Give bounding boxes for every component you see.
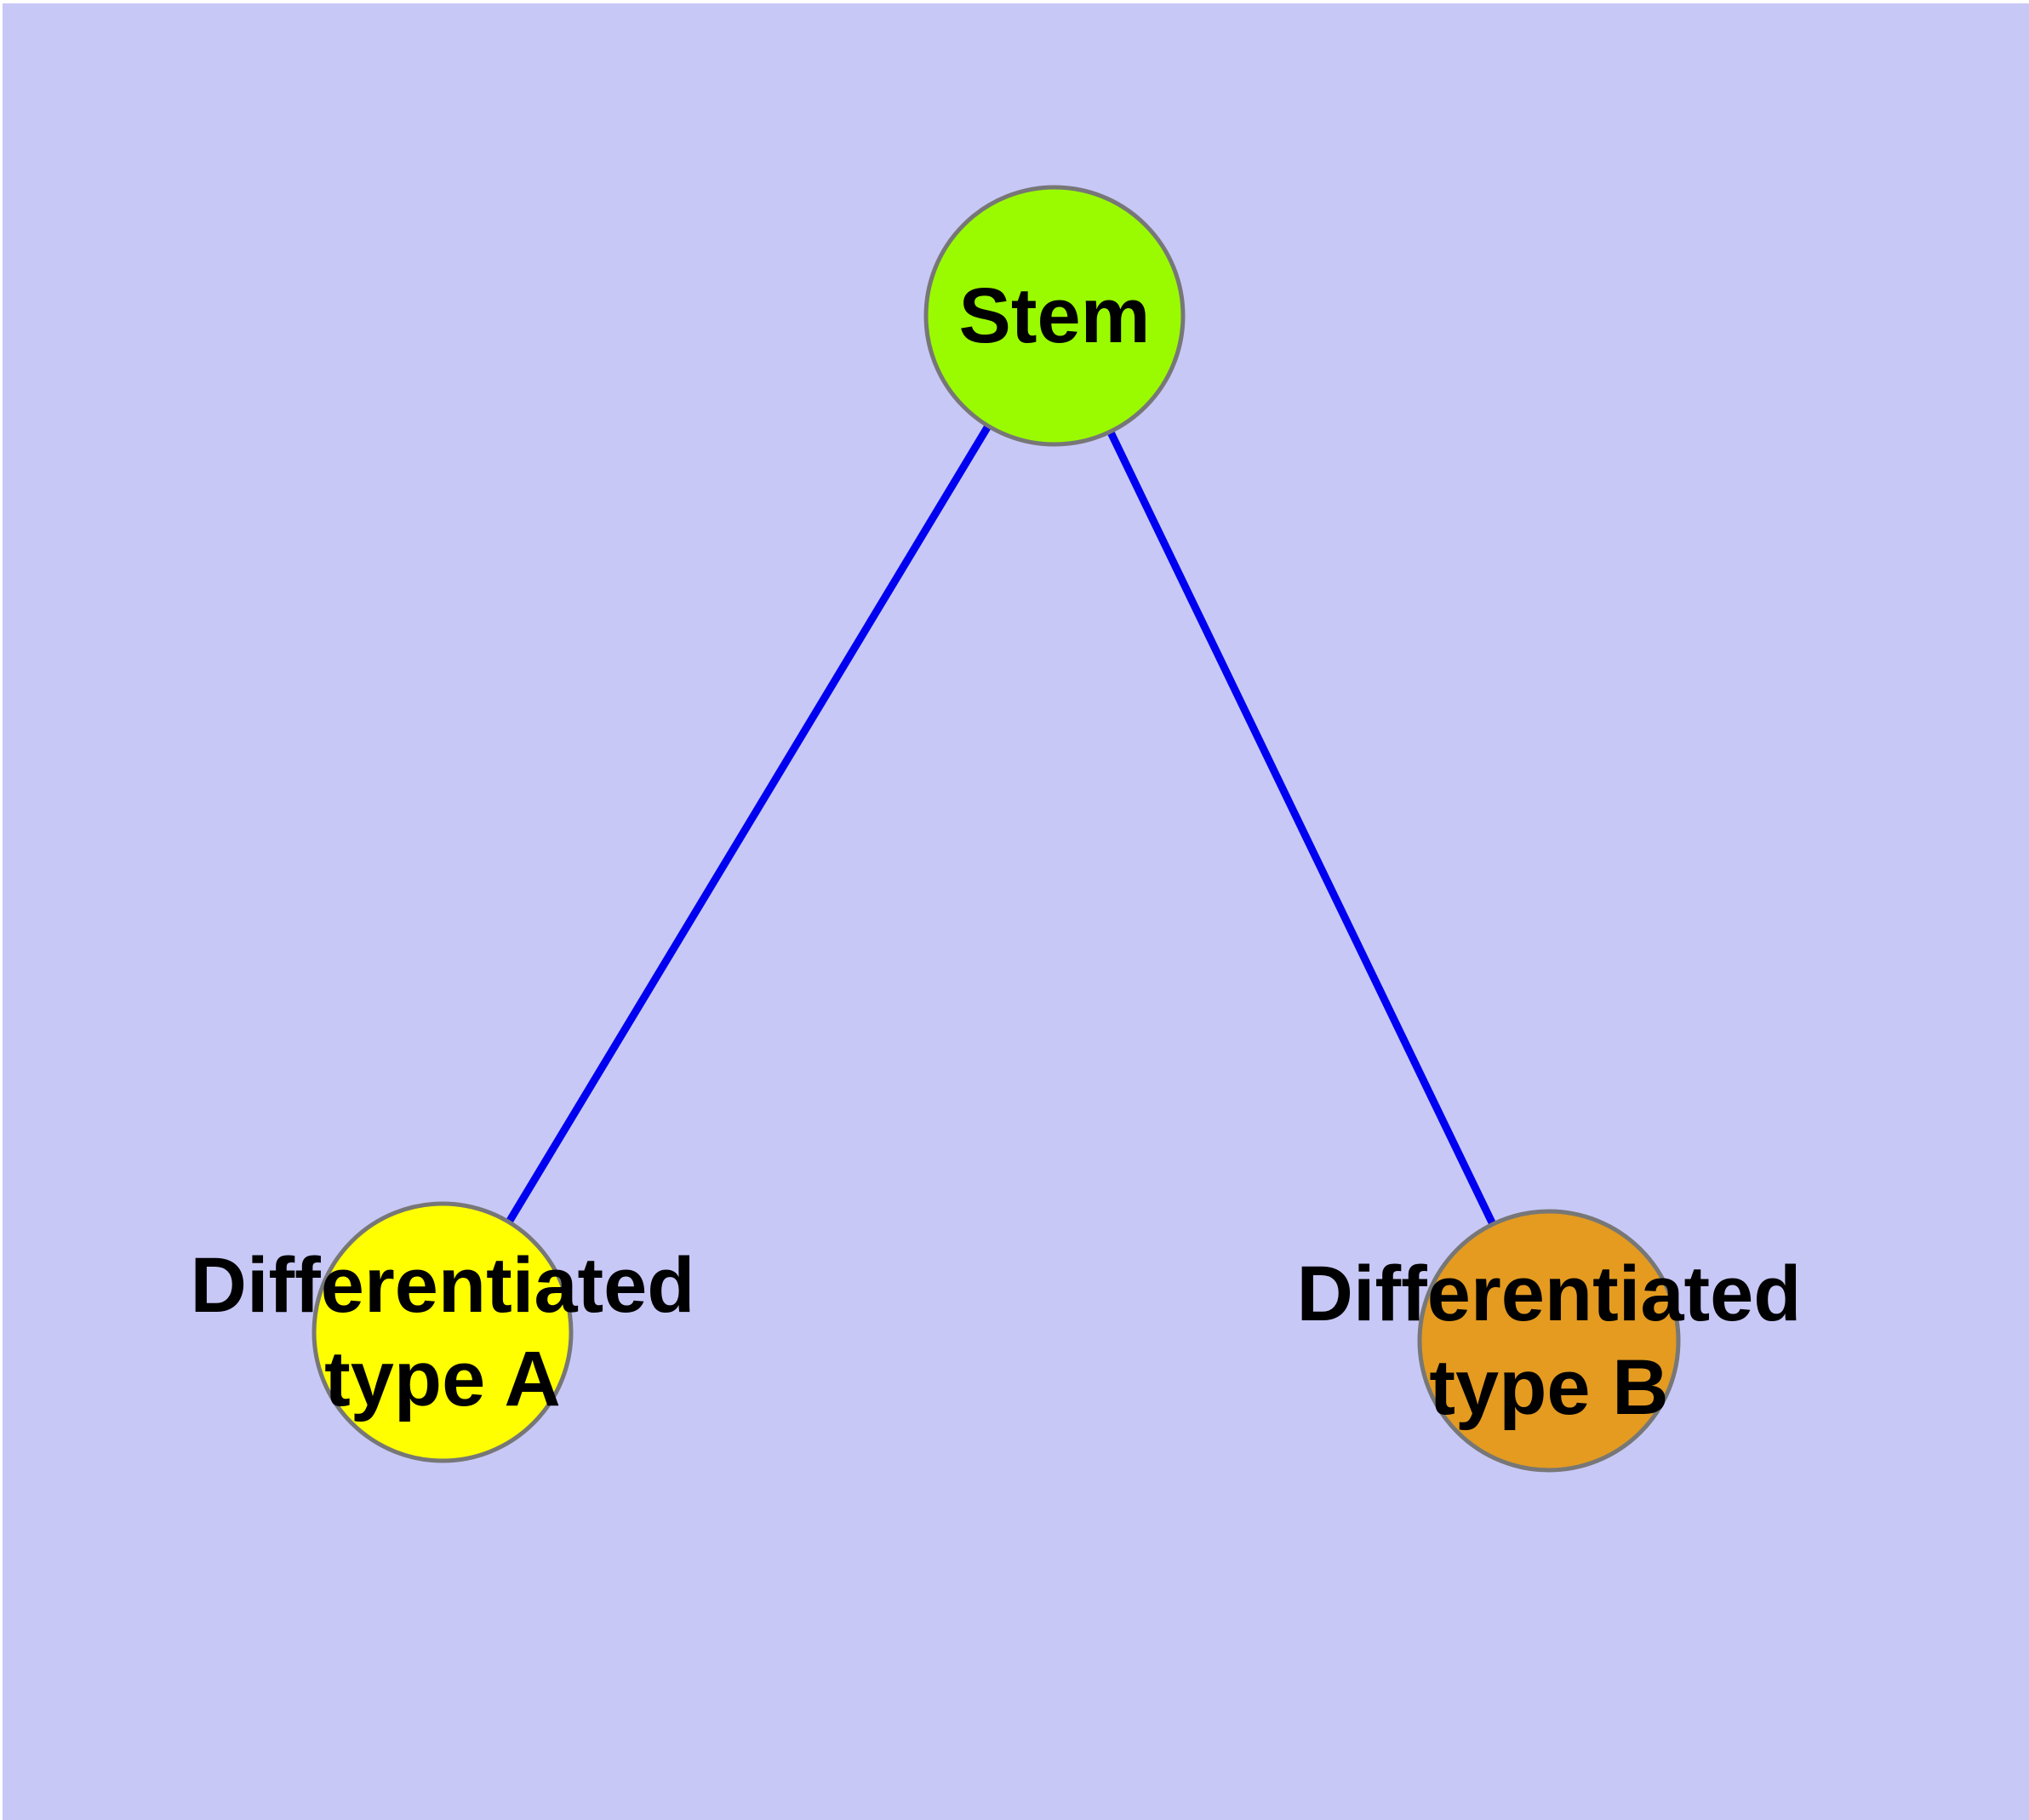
edge-stem-to-type-b — [1050, 314, 1553, 1342]
node-type-b-label: Differentiated type B — [1297, 1247, 1802, 1434]
edge-stem-to-type-a — [439, 313, 1058, 1335]
label-line: type B — [1429, 1344, 1669, 1431]
node-type-b-circle — [1417, 1209, 1681, 1473]
label-line: Differentiated — [1296, 1251, 1802, 1337]
label-line: Stem — [958, 272, 1151, 359]
node-stem-label: Stem — [959, 269, 1151, 363]
node-type-a-circle — [311, 1201, 574, 1463]
label-line: Differentiated — [190, 1242, 695, 1329]
label-line: type A — [324, 1336, 561, 1422]
node-stem-circle — [923, 185, 1186, 447]
node-type-a-label: Differentiated type A — [191, 1239, 695, 1426]
